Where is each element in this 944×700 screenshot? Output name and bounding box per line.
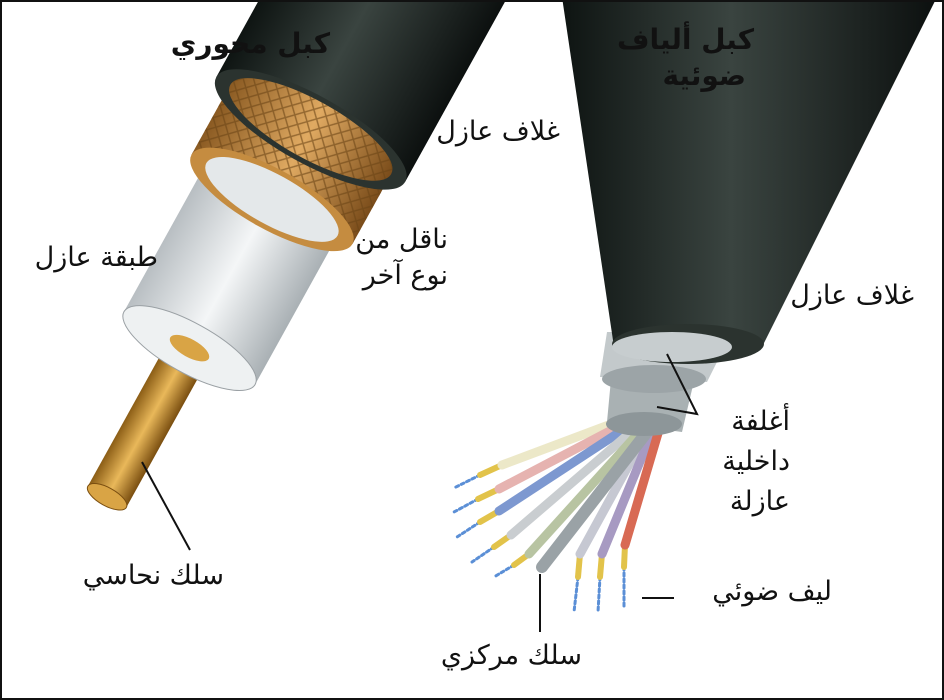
outer-conductor-label-line2: نوع آخر <box>362 260 448 291</box>
inner-sheaths-label-line1: أغلفة <box>731 406 790 437</box>
leader-lines <box>141 353 699 632</box>
optical-fiber-label: ليف ضوئي <box>712 576 832 607</box>
fiber-optic-cable <box>452 2 935 614</box>
optical-fibers <box>452 415 664 614</box>
copper-core <box>87 328 214 508</box>
fiber-title-line1: كبل ألياف <box>616 23 754 56</box>
coax-title: كبل محوري <box>170 27 330 60</box>
insulation-label: طبقة عازل <box>34 242 158 273</box>
inner-sheaths-label-line3: عازلة <box>729 486 790 517</box>
center-wire-label: سلك مركزي <box>440 640 582 671</box>
copper-core-label: سلك نحاسي <box>82 560 224 591</box>
inner-sheaths-label-line2: داخلية <box>722 446 790 477</box>
center-wire <box>536 426 653 573</box>
outer-conductor-label-line1: ناقل من <box>355 224 448 255</box>
fiber-jacket <box>562 2 935 347</box>
fiber-title-line2: ضوئية <box>662 59 746 92</box>
fiber-jacket-label: غلاف عازل <box>790 280 914 311</box>
coax-jacket-label: غلاف عازل <box>436 116 560 147</box>
coaxial-cable <box>86 2 590 511</box>
coax-jacket <box>216 2 590 182</box>
